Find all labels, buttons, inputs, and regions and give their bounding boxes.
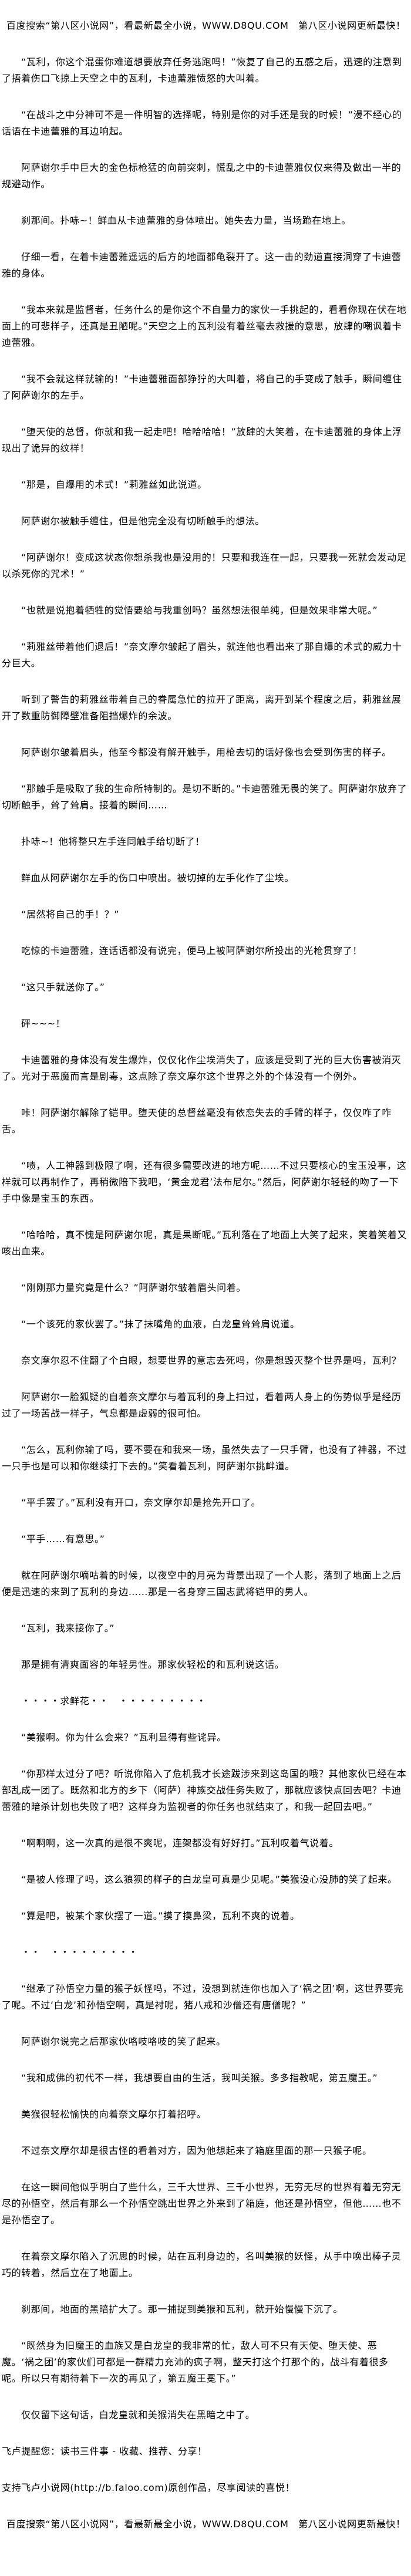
paragraph: “美猴啊。你为什么会来？”瓦利显得有些诧异。 — [21, 1732, 227, 1743]
paragraph: “那触手是吸取了我的生命所特制的。是切不断的。”卡迪蕾雅无畏的笑了。阿萨谢尔放弃… — [2, 783, 407, 811]
paragraph: 听到了警告的莉雅丝带着自己的眷属急忙的拉开了距离，离开到某个程度之后，莉雅丝展开… — [2, 694, 402, 721]
paragraph: 奈文摩尔忍不住翻了个白眼，想要世界的意志去死吗，你是想毁灭整个世界是吗，瓦利？ — [21, 1355, 402, 1366]
paragraph: 鲜血从阿萨谢尔左手的伤口中喷出。被切掉的左手化作了尘埃。 — [21, 872, 294, 884]
paragraph: 阿萨谢尔说完之后那家伙咯吱咯吱的笑了起来。 — [21, 2036, 226, 2047]
paragraph: “我本来就是监督者，任务什么的是你这个不自量力的家伙一手挑起的，看看你现在伏在地… — [2, 304, 407, 348]
paragraph: 仔细一看，在着卡迪蕾雅遥远的后方的地面都龟裂开了。这一击的劲道直接洞穿了卡迪蕾雅… — [2, 251, 402, 279]
paragraph: “算是吧，被某个家伙摆了一道。”摸了摸鼻梁，瓦利不爽的说着。 — [21, 1910, 300, 1921]
footer-support: 支持飞卢小说网(http://b.faloo.com)原创作品，尽享阅读的喜悦！ — [2, 2482, 295, 2493]
paragraph: 阿萨谢尔手中巨大的金色标枪猛的向前突刺，慌乱之中的卡迪蕾雅仅仅来得及做出一半的规… — [2, 162, 402, 190]
paragraph: 扑哧~！他将整只左手连同触手给切断了！ — [21, 836, 205, 847]
paragraph: “哈哈哈，真不愧是阿萨谢尔呢，真是果断呢。”瓦利落在了地面上大笑了起来，笑着笑着… — [2, 1229, 407, 1257]
paragraph: “居然将自己的手！？” — [21, 909, 120, 920]
paragraph: 美猴很轻松愉快的向着奈文摩尔打着招呼。 — [21, 2109, 207, 2120]
paragraph: “既然身为旧魔王的血族又是白龙皇的我非常的忙，敌人可不只有天使、堕天使、恶魔。‘… — [2, 2340, 389, 2384]
chapter-body: “瓦利，你这个混蛋你难道想要放弃任务逃跑吗！”恢复了自己的五感之后，迅速的注意到… — [2, 54, 407, 2423]
paragraph: “平手罢了。”瓦利没有开口，奈文摩尔却是抢先开口了。 — [21, 1497, 261, 1508]
paragraph: “平手……有意思。” — [21, 1533, 105, 1545]
paragraph: “堕天使的总督，你就和我一起走吧！哈哈哈哈！”放肆的大笑着，在卡迪蕾雅的身体上浮… — [2, 426, 402, 454]
paragraph: “啊啊啊，这一次真的是很不爽呢，连架都没有好好打。”瓦利叹着气说着。 — [21, 1837, 339, 1849]
paragraph: 阿萨谢尔皱着眉头，他至今都没有解开触手，用枪去切的话好像也会受到伤害的样子。 — [21, 747, 392, 758]
paragraph: 刹那间。扑哧~！鲜血从卡迪蕾雅的身体喷出。她失去力量，当场跪在地上。 — [21, 215, 351, 226]
paragraph: “那是，自爆用的术式！”莉雅丝如此说道。 — [21, 479, 207, 490]
paragraph: “刚刚那力量究竟是什么？”阿萨谢尔皱着眉头问着。 — [21, 1282, 246, 1293]
paragraph: 阿萨谢尔被触手缠住，但是他完全没有切断触手的想法。 — [21, 515, 265, 527]
paragraph: “瓦利，我来接你了。” — [21, 1623, 115, 1634]
paragraph: “阿萨谢尔！变成这状态你想杀我也是没用的！只要和我连在一起，只要我一死就会发动足… — [2, 552, 407, 579]
paragraph: “是被人修理了吗，这么狼狈的样子的白龙皇可真是少见呢。”美猴没心没肺的笑了起来。 — [21, 1874, 397, 1885]
paragraph: “继承了孙悟空力量的猴子妖怪吗，不过，没想到就连你也加入了‘祸之团’啊，这世界要… — [2, 1983, 404, 2011]
paragraph: “怎么，瓦利你输了吗，要不要在和我来一场，虽然失去了一只手臂，也没有了神器，不过… — [2, 1444, 407, 1472]
paragraph: 那是拥有清爽面容的年轻男性。那家伙轻松的和瓦利说这话。 — [21, 1659, 285, 1670]
paragraph: ・・・・求鲜花・・ ・・・・・・・・・ — [21, 1695, 207, 1707]
paragraph: “我不会就这样就输的！”卡迪蕾雅面部狰狞的大叫着，将自己的手变成了触手，瞬间缠住… — [2, 373, 402, 401]
paragraph: 吃惊的卡迪蕾雅，连话语都没有说完，便马上被阿萨谢尔所投出的光枪贯穿了！ — [21, 945, 363, 956]
paragraph: “我和成佛的初代不一样，我想要自由的生活，我叫美猴。多多指教呢，第五魔王。” — [21, 2072, 378, 2083]
paragraph: “莉雅丝带着他们退后！”奈文摩尔皱起了眉头，就连他也看出来了那自爆的术式的威力十… — [2, 641, 402, 669]
footer-reminder: 飞卢提醒您：读书三件事 - 收藏、推荐、分享！ — [2, 2446, 207, 2457]
header-banner: 百度搜索“第八区小说网”，看最新最全小说，WWW.D8QU.COM 第八区小说网… — [6, 20, 406, 31]
footer-banner: 百度搜索“第八区小说网”，看最新最全小说，WWW.D8QU.COM 第八区小说网… — [6, 2518, 406, 2530]
paragraph: “瓦利，你这个混蛋你难道想要放弃任务逃跑吗！”恢复了自己的五感之后，迅速的注意到… — [2, 56, 402, 84]
paragraph: “这只手就送你了。” — [21, 982, 105, 993]
paragraph: 就在阿萨谢尔嘀咕着的时候，以夜空中的月亮为背景出现了一个人影，落到了地面上之后便… — [2, 1570, 402, 1597]
paragraph: 在这一瞬间他似乎明白了些什么，三千大世界、三千小世界，无穷无尽的世界有着无穷无尽… — [2, 2181, 402, 2226]
paragraph: 刹那间，地面的黑暗扩大了。那一捕捉到美猴和瓦利，就开始慢慢下沉了。 — [21, 2304, 343, 2315]
paragraph: 阿萨谢尔一脸狐疑的自着奈文摩尔与着瓦利的身上扫过，看着两人身上的伤势似乎是经历过… — [2, 1391, 402, 1419]
paragraph: “啧，人工神器到极限了啊，还有很多需要改进的地方呢……不过只要核心的宝玉没事，这… — [2, 1160, 407, 1204]
paragraph: 砰~~~！ — [21, 1018, 66, 1029]
paragraph: 咔！阿萨谢尔解除了铠甲。堕天使的总督丝毫没有依恋失去的手臂的样子，仅仅咋了咋舌。 — [2, 1107, 392, 1135]
paragraph: 不过奈文摩尔却是很古怪的看着对方，因为他想起来了箱庭里面的那一只猴子呢。 — [21, 2145, 372, 2156]
paragraph: ・・ ・・・・・・・・・ — [21, 1947, 139, 1958]
paragraph: 在着奈文摩尔陷入了沉思的时候，站在瓦利身边的，名叫美猴的妖怪，从手中唤出棒子灵巧… — [2, 2251, 402, 2278]
paragraph: “也就是说抱着牺牲的觉悟要给与我重创吗？虽然想法很单纯，但是效果非常大呢。” — [21, 605, 378, 616]
paragraph: 仅仅留下这句话，白龙皇就和美猴消失在黑暗之中了。 — [21, 2409, 255, 2420]
paragraph: “一个该死的家伙罢了。”抹了抹嘴角的血液，白龙皇耸耸肩说道。 — [21, 1319, 300, 1330]
paragraph: 卡迪蕾雅的身体没有发生爆炸，仅仅化作尘埃消失了，应该是受到了光的巨大伤害被消灭了… — [2, 1054, 402, 1082]
paragraph: “在战斗之中分神可不是一件明智的选择呢，特别是你的对手还是我的时候！”漫不经心的… — [2, 109, 402, 137]
paragraph: “你那样太过分了吧？听说你陷入了危机我才长途跋涉来到这岛国的哦？其他家伙已经在本… — [2, 1768, 407, 1812]
